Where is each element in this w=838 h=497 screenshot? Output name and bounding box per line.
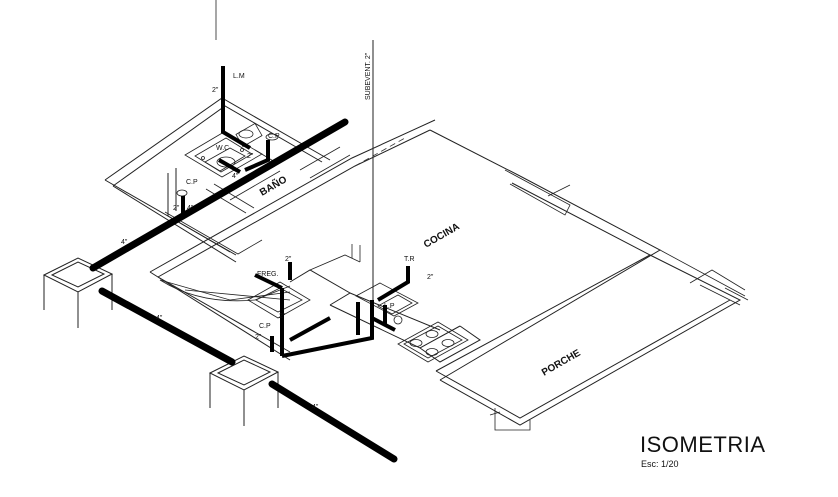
main-out-size-label: 4" bbox=[312, 404, 319, 411]
cp-left-label: C.P bbox=[186, 179, 198, 186]
porch-outline bbox=[435, 249, 749, 431]
freg-label: FREG. bbox=[257, 271, 278, 278]
kitchen-fixtures bbox=[247, 281, 469, 363]
drain-pipes bbox=[89, 66, 410, 463]
inspection-box-left bbox=[42, 257, 114, 328]
drawing-title: ISOMETRIA bbox=[640, 432, 766, 457]
main-mid-size-label: 4" bbox=[156, 315, 163, 322]
cp-cocina-size-label-b: 2" bbox=[279, 313, 286, 320]
inspection-box-right bbox=[208, 355, 280, 426]
bathroom-walls bbox=[104, 97, 351, 263]
cp-top-label: C.P bbox=[268, 133, 280, 140]
tr-size-label: 2" bbox=[427, 274, 434, 281]
cp-cocina-size-label: 2" bbox=[255, 334, 262, 341]
cp-size-label-b: 4" bbox=[187, 205, 194, 212]
drawing-scale: Esc: 1/20 bbox=[641, 459, 679, 469]
kitchen-walls bbox=[149, 119, 662, 381]
room-label-cocina: COCINA bbox=[422, 221, 462, 250]
room-label-porche: PORCHE bbox=[540, 348, 583, 379]
vent-lines bbox=[215, 0, 374, 325]
subevent-label: SUBEVENT. 2" bbox=[365, 52, 372, 100]
lm-label: L.M bbox=[233, 73, 245, 80]
wc-label: W.C bbox=[216, 145, 229, 152]
freg-size-label: 2" bbox=[285, 256, 292, 263]
cp-size-label: 2" bbox=[173, 205, 180, 212]
tr-label: T.R bbox=[404, 256, 415, 263]
main-bano-size-label: 4" bbox=[121, 239, 128, 246]
lp-label: L.P bbox=[384, 303, 395, 310]
cp-bottom-label: C.P bbox=[259, 323, 271, 330]
wc-size-label: 2" bbox=[247, 153, 254, 160]
lm-size-label: 2" bbox=[212, 87, 219, 94]
wc-drain-size-label: 4" bbox=[232, 173, 239, 180]
room-label-bano: BAÑO bbox=[257, 173, 289, 199]
